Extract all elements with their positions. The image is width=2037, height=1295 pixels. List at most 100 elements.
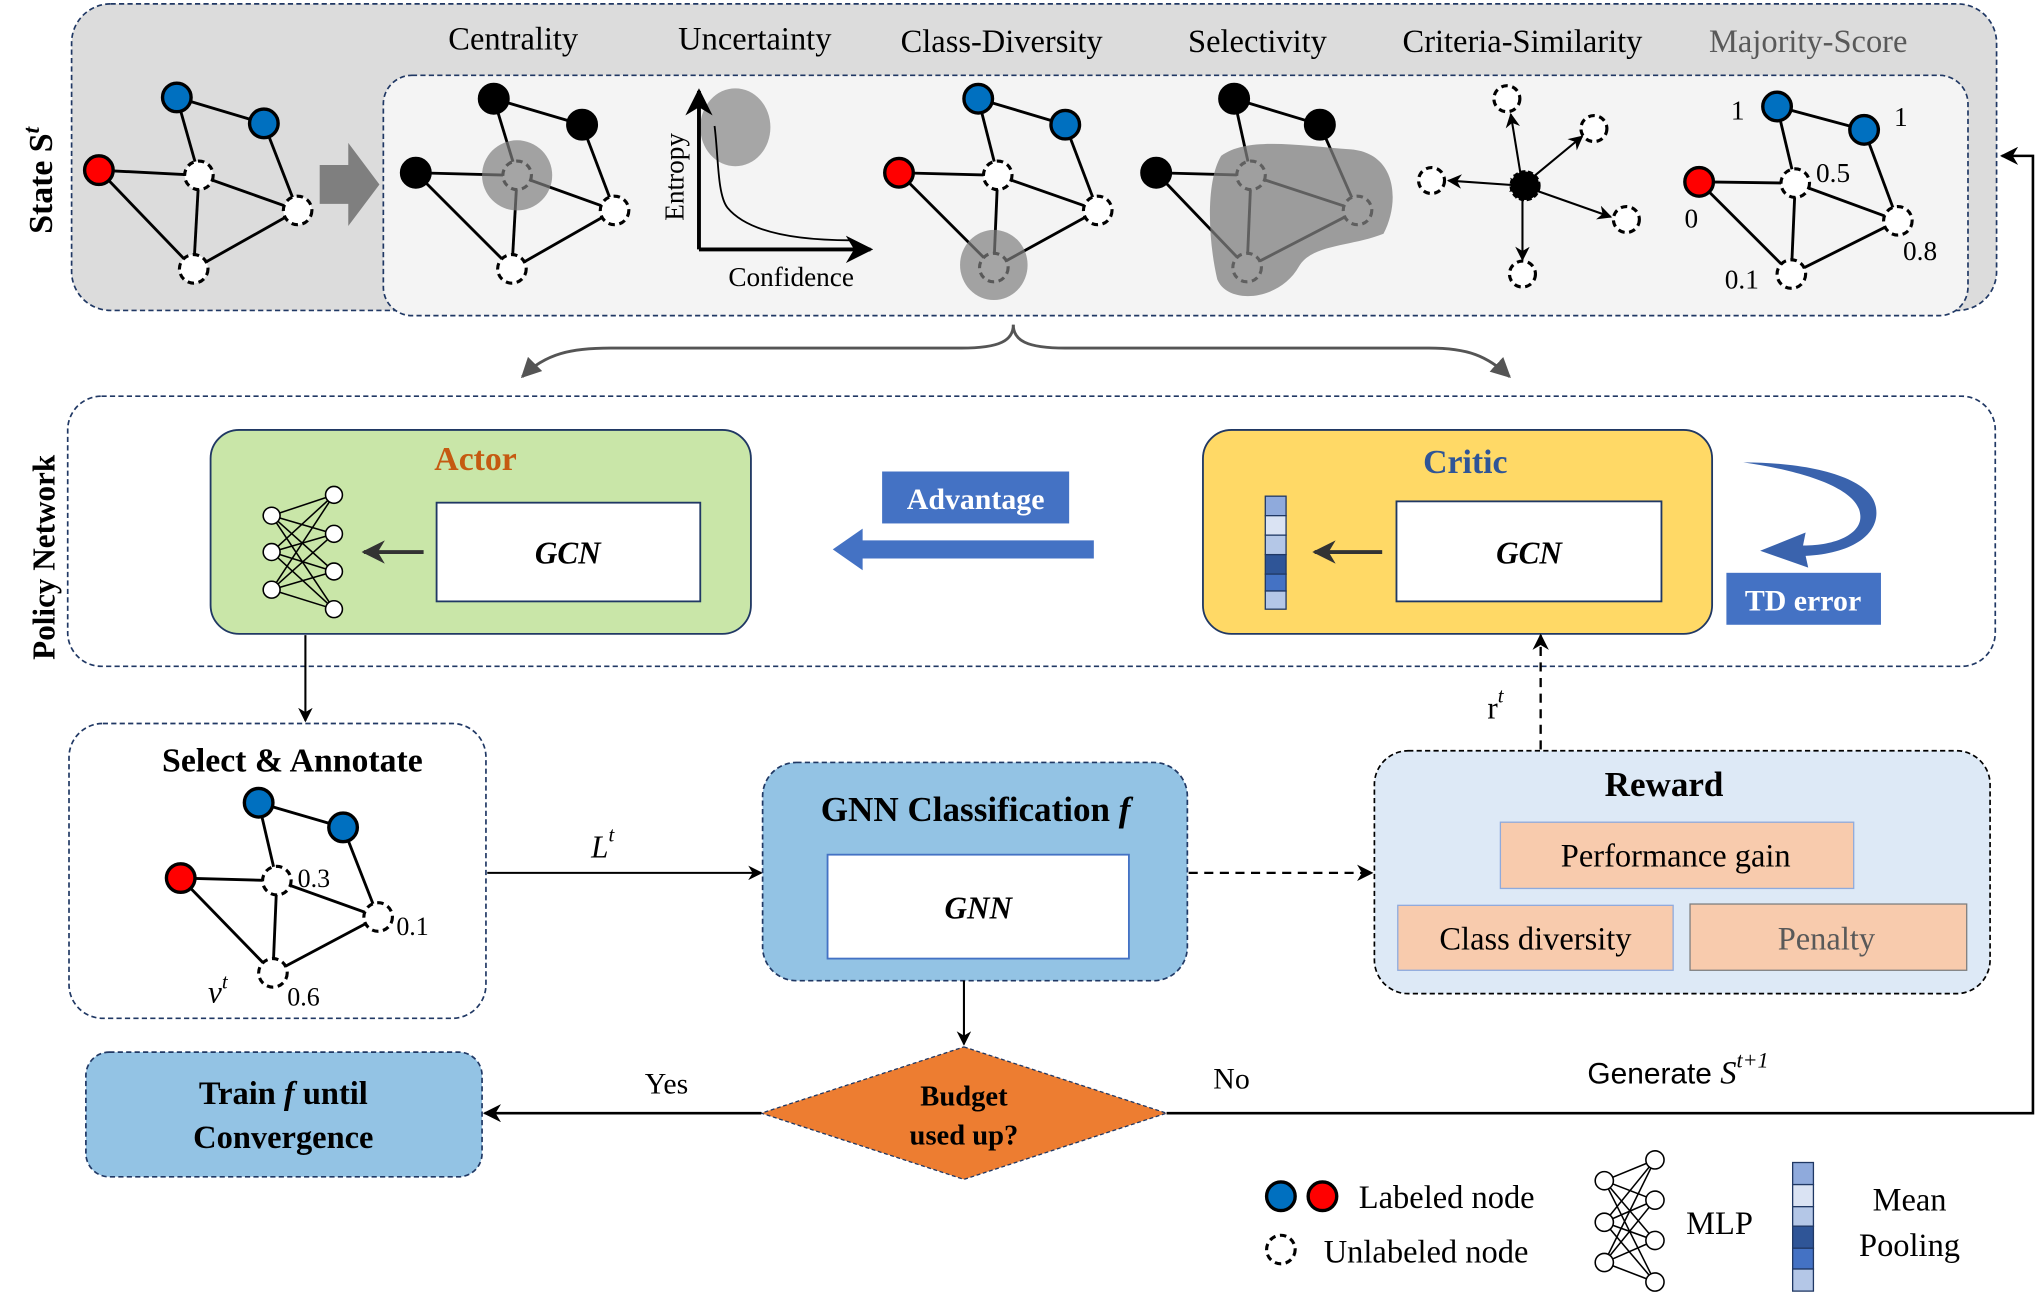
class-diversity-graph bbox=[883, 82, 1114, 301]
legend-pooling-line2: Pooling bbox=[1859, 1228, 1960, 1264]
legend-mlp-label: MLP bbox=[1686, 1206, 1753, 1242]
reward-title: Reward bbox=[1605, 765, 1724, 804]
no-label: No bbox=[1213, 1062, 1250, 1095]
score-label: 0 bbox=[1685, 203, 1699, 233]
select-annotate-module: Select & Annotate 0.3 0.1 0.6 vt bbox=[68, 722, 487, 1020]
score-label: 0.6 bbox=[287, 982, 319, 1011]
score-label: 1 bbox=[1731, 95, 1745, 125]
criterion-uncertainty-label: Uncertainty bbox=[678, 21, 832, 57]
decision-line1: Budget bbox=[920, 1081, 1008, 1112]
decision-line2: used up? bbox=[910, 1120, 1019, 1151]
centrality-graph bbox=[399, 82, 631, 285]
reward-item-performance bbox=[1499, 821, 1855, 890]
train-module: Train f until Convergence bbox=[85, 1051, 483, 1178]
critic-module: Critic GCN bbox=[1202, 429, 1714, 635]
budget-decision: Budget used up? bbox=[759, 1046, 1169, 1181]
criterion-selectivity-label: Selectivity bbox=[1188, 24, 1328, 60]
advantage-label: Advantage bbox=[907, 483, 1045, 516]
gnn-classification-module: GNN Classification f GNN bbox=[761, 761, 1189, 982]
legend: Labeled node Unlabeled node MLP Mean Poo… bbox=[1264, 1150, 1960, 1292]
state-section-label: State St bbox=[19, 125, 60, 233]
labeled-node bbox=[327, 811, 360, 844]
labeled-node bbox=[160, 81, 193, 114]
critic-gcn-box bbox=[1395, 500, 1663, 603]
legend-labeled-blue-icon bbox=[1264, 1180, 1297, 1213]
actor-gcn-box bbox=[435, 501, 702, 603]
selectivity-highlight bbox=[1209, 143, 1393, 297]
yes-label: Yes bbox=[645, 1068, 688, 1101]
reward-module: Reward Performance gain Class diversity … bbox=[1373, 749, 1991, 995]
legend-unlabeled-label: Unlabeled node bbox=[1324, 1235, 1529, 1271]
td-error-curved-arrow-icon bbox=[1743, 462, 1877, 568]
criteria-similarity-graph bbox=[1417, 84, 1641, 289]
unlabeled-node bbox=[177, 253, 210, 285]
unlabeled-node bbox=[183, 159, 215, 192]
legend-pooling-icon bbox=[1791, 1161, 1815, 1292]
uncertainty-plot: Entropy Confidence bbox=[659, 88, 874, 292]
class-diversity-highlight bbox=[960, 229, 1028, 301]
legend-unlabeled-icon bbox=[1265, 1233, 1297, 1266]
advantage-arrow-icon bbox=[832, 528, 1094, 571]
majority-score-graph: 1 1 0 0.5 0.8 0.1 bbox=[1683, 90, 1937, 294]
input-graph bbox=[82, 81, 314, 285]
state-section: State St Centrality Uncertainty Class-Di… bbox=[19, 3, 1998, 317]
critic-gcn-label: GCN bbox=[1496, 536, 1563, 571]
advantage-signal: Advantage bbox=[832, 471, 1094, 571]
unlabeled-node bbox=[260, 864, 293, 897]
labeled-node bbox=[82, 154, 115, 187]
labeled-node bbox=[164, 862, 197, 895]
score-label: 0.1 bbox=[1725, 264, 1759, 294]
actor-module: Actor GCN bbox=[209, 429, 752, 635]
critic-title: Critic bbox=[1423, 444, 1507, 481]
score-label: 0.1 bbox=[396, 912, 428, 941]
generate-state-label: Generate St+1 bbox=[1587, 1048, 1768, 1092]
unlabeled-node bbox=[281, 194, 314, 227]
reward-item-label: Class diversity bbox=[1439, 921, 1632, 957]
criterion-majority-score-label: Majority-Score bbox=[1709, 24, 1907, 60]
policy-section-label: Policy Network bbox=[27, 454, 62, 660]
score-label: 0.8 bbox=[1903, 236, 1937, 266]
actor-title: Actor bbox=[434, 441, 516, 478]
mlp-icon bbox=[262, 485, 344, 619]
policy-network-section: Policy Network Actor GCN Advantage bbox=[27, 395, 1997, 668]
criteria-panel bbox=[382, 74, 1969, 317]
score-label: 1 bbox=[1894, 102, 1908, 132]
score-label: 0.3 bbox=[298, 864, 330, 893]
reward-item-label: Performance gain bbox=[1561, 838, 1791, 874]
train-line2: Convergence bbox=[193, 1120, 373, 1156]
reward-signal-label: rt bbox=[1487, 685, 1504, 726]
selected-node bbox=[257, 957, 289, 989]
mean-pooling-icon bbox=[1264, 495, 1287, 610]
td-error-label: TD error bbox=[1745, 584, 1861, 617]
legend-labeled-red-icon bbox=[1306, 1180, 1339, 1213]
gnn-classification-title: GNN Classification f bbox=[821, 790, 1134, 829]
criterion-centrality-label: Centrality bbox=[448, 21, 579, 57]
td-error-signal: TD error bbox=[1726, 462, 1881, 625]
centrality-highlight bbox=[482, 140, 553, 211]
big-arrow-icon bbox=[319, 142, 380, 227]
uncertainty-ylabel: Entropy bbox=[659, 133, 689, 221]
uncertainty-xlabel: Confidence bbox=[728, 262, 854, 292]
gnn-label: GNN bbox=[944, 890, 1013, 925]
unlabeled-node bbox=[362, 901, 394, 933]
selectivity-graph bbox=[1140, 82, 1393, 297]
actor-gcn-label: GCN bbox=[535, 536, 602, 571]
labeled-set-label: Lt bbox=[590, 824, 615, 865]
legend-labeled-label: Labeled node bbox=[1359, 1180, 1535, 1216]
legend-mlp-icon bbox=[1594, 1150, 1665, 1292]
reward-item-penalty bbox=[1689, 903, 1968, 971]
select-annotate-title: Select & Annotate bbox=[162, 743, 423, 780]
policy-panel bbox=[66, 395, 1997, 668]
score-label: 0.5 bbox=[1816, 158, 1850, 188]
train-line1: Train f until bbox=[199, 1076, 368, 1112]
gnn-box bbox=[826, 853, 1130, 960]
labeled-node bbox=[242, 786, 275, 819]
criterion-similarity-label: Criteria-Similarity bbox=[1403, 24, 1644, 60]
reward-item-label: Penalty bbox=[1778, 921, 1876, 957]
reward-item-class-diversity bbox=[1397, 904, 1674, 971]
criterion-class-diversity-label: Class-Diversity bbox=[901, 24, 1104, 60]
legend-pooling-line1: Mean bbox=[1873, 1183, 1947, 1219]
no-loop-arrow bbox=[1166, 146, 2035, 1115]
labeled-node bbox=[247, 107, 280, 140]
selected-node-label: vt bbox=[208, 970, 229, 1009]
